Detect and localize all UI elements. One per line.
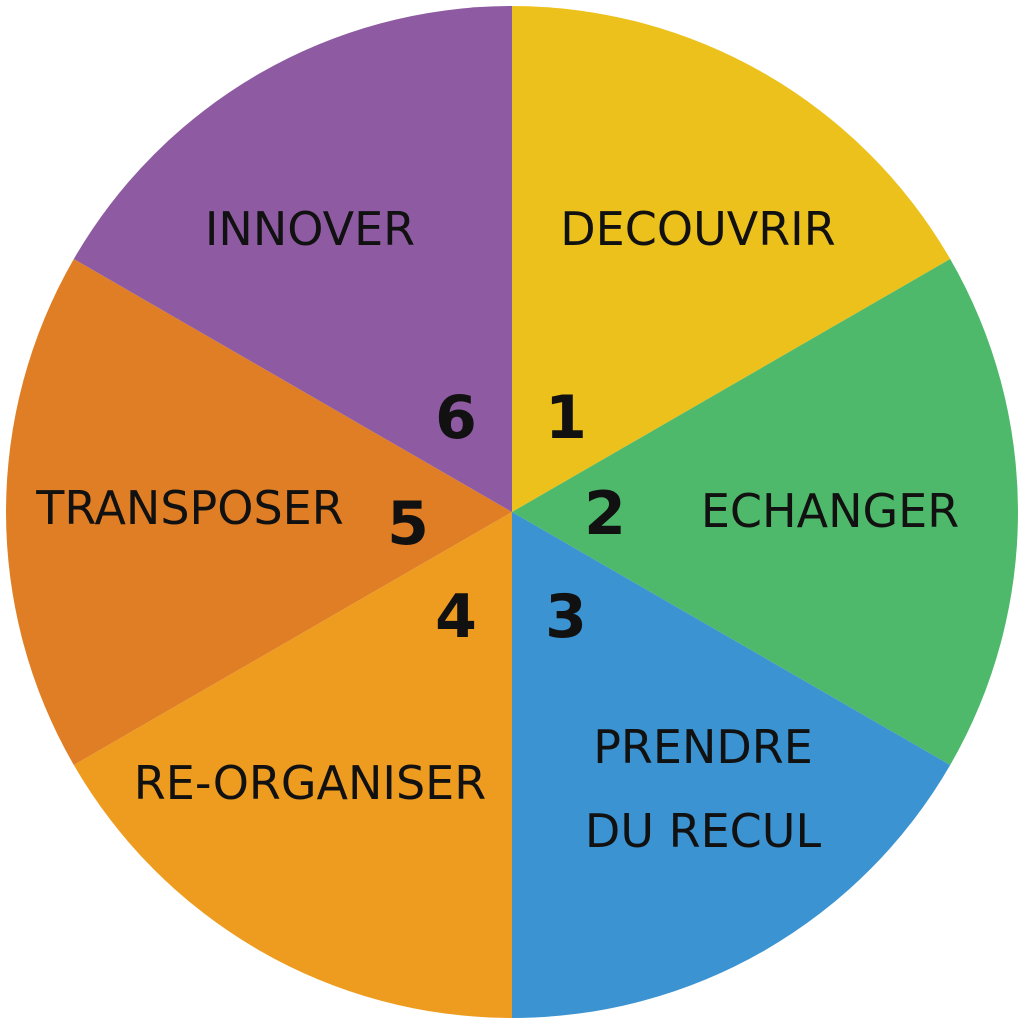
- segment-wedge-echanger: [512, 259, 1018, 765]
- segment-wedge-prendre-du-recul: [512, 512, 951, 1018]
- segment-prendre-du-recul: PRENDRE DU RECUL 3: [512, 512, 951, 1018]
- segment-label-prendre: PRENDRE: [593, 720, 813, 774]
- segment-label-re-organiser: RE-ORGANISER: [134, 756, 486, 810]
- segment-number-4: 4: [435, 582, 477, 652]
- segment-transposer: TRANSPOSER 5: [6, 259, 512, 765]
- segment-wedge-transposer: [6, 259, 512, 765]
- segment-wedge-re-organiser: [73, 512, 513, 1018]
- segment-wedge-innover: [73, 6, 513, 512]
- segment-echanger: ECHANGER 2: [512, 259, 1018, 765]
- segment-number-2: 2: [584, 479, 626, 549]
- segment-innover: INNOVER 6: [73, 6, 513, 512]
- segment-number-6: 6: [435, 383, 477, 453]
- segment-label-decouvrir: DECOUVRIR: [560, 202, 835, 256]
- segment-number-1: 1: [545, 383, 587, 453]
- segment-re-organiser: RE-ORGANISER 4: [73, 512, 513, 1018]
- segment-label-echanger: ECHANGER: [701, 484, 959, 538]
- segment-wedge-decouvrir: [512, 6, 951, 512]
- segment-label-innover: INNOVER: [205, 202, 415, 256]
- segment-number-3: 3: [545, 582, 587, 652]
- segment-label-transposer: TRANSPOSER: [35, 481, 343, 535]
- segment-label-du-recul: DU RECUL: [585, 804, 822, 858]
- segment-decouvrir: DECOUVRIR 1: [512, 6, 951, 512]
- segment-number-5: 5: [387, 489, 429, 559]
